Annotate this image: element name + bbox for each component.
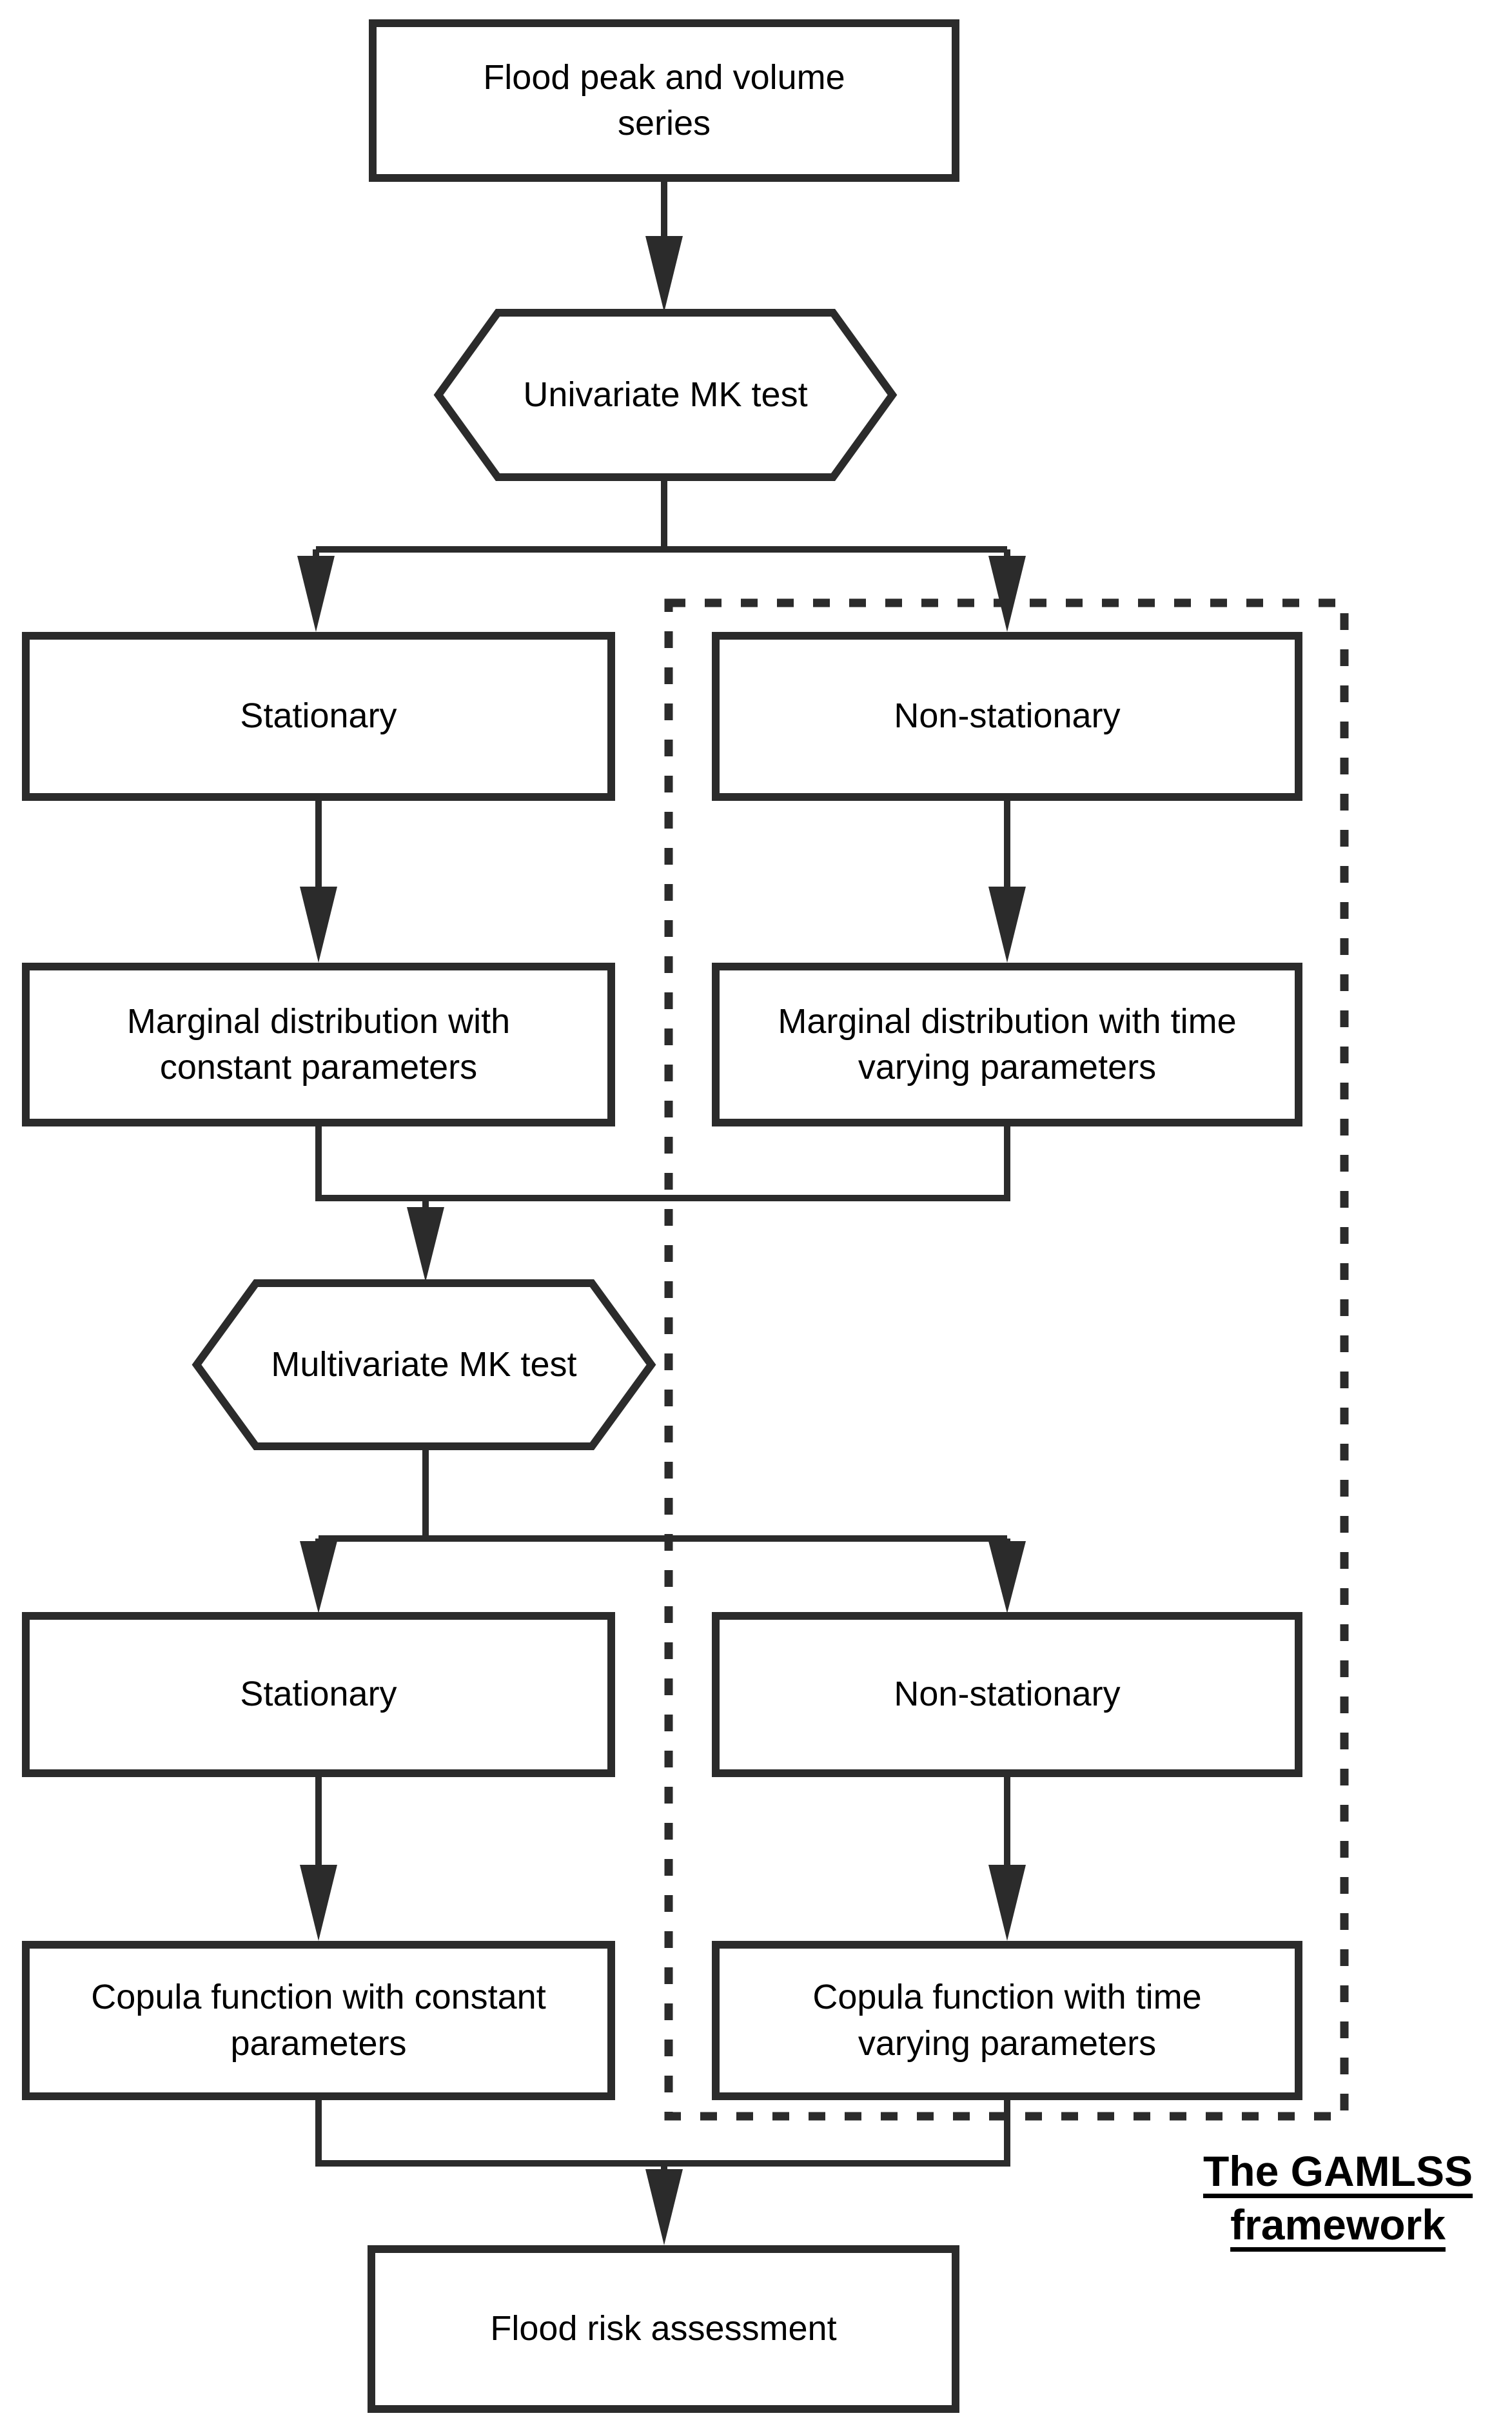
node-stationary-top-label: Stationary <box>240 696 397 736</box>
node-copula-time-varying: Copula function with time varying parame… <box>712 1941 1302 2100</box>
node-non-stationary-top: Non-stationary <box>712 632 1302 801</box>
node-flood-risk-label: Flood risk assessment <box>490 2309 837 2348</box>
edge-non-stationary-bottom-to-copula-time-varying <box>988 1777 1026 1941</box>
edge-stationary-bottom-to-copula-constant <box>300 1777 337 1941</box>
node-copula-constant: Copula function with constant parameters <box>22 1941 615 2100</box>
edge-flood-series-to-univariate-mk <box>645 182 683 312</box>
node-multivariate-mk-shape <box>191 1279 656 1450</box>
gamlss-framework-annotation: The GAMLSS framework <box>1157 2145 1512 2251</box>
node-non-stationary-bottom-label: Non-stationary <box>894 1675 1121 1714</box>
node-marginal-time-varying-label: Marginal distribution with time varying … <box>778 1001 1237 1087</box>
node-marginal-time-varying: Marginal distribution with time varying … <box>712 963 1302 1126</box>
node-stationary-top: Stationary <box>22 632 615 801</box>
node-non-stationary-top-label: Non-stationary <box>894 696 1121 736</box>
node-flood-risk: Flood risk assessment <box>368 2245 959 2413</box>
edge-non-stationary-top-to-marginal-time-varying <box>988 801 1026 963</box>
edge-univariate-mk-branch <box>297 477 1026 632</box>
edge-multivariate-mk-branch <box>300 1446 1026 1613</box>
node-stationary-bottom: Stationary <box>22 1612 615 1777</box>
node-non-stationary-bottom: Non-stationary <box>712 1612 1302 1777</box>
node-flood-series: Flood peak and volume series <box>369 19 959 182</box>
node-copula-time-varying-label: Copula function with time varying parame… <box>812 1978 1202 2063</box>
node-marginal-constant-label: Marginal distribution with constant para… <box>126 1001 511 1087</box>
gamlss-annotation-line2: framework <box>1230 2200 1446 2248</box>
gamlss-annotation-line1: The GAMLSS <box>1203 2147 1473 2195</box>
edge-marginals-merge-to-multivariate-mk <box>315 1126 1010 1282</box>
edge-stationary-top-to-marginal-constant <box>300 801 337 963</box>
node-stationary-bottom-label: Stationary <box>240 1675 397 1714</box>
node-univariate-mk-shape <box>433 309 898 481</box>
node-flood-series-label: Flood peak and volume series <box>483 57 845 143</box>
node-marginal-constant: Marginal distribution with constant para… <box>22 963 615 1126</box>
edge-copulas-merge-to-flood-risk <box>315 2100 1010 2245</box>
node-copula-constant-label: Copula function with constant parameters <box>91 1978 546 2063</box>
gamlss-framework-dotted-frame <box>664 598 1349 2121</box>
